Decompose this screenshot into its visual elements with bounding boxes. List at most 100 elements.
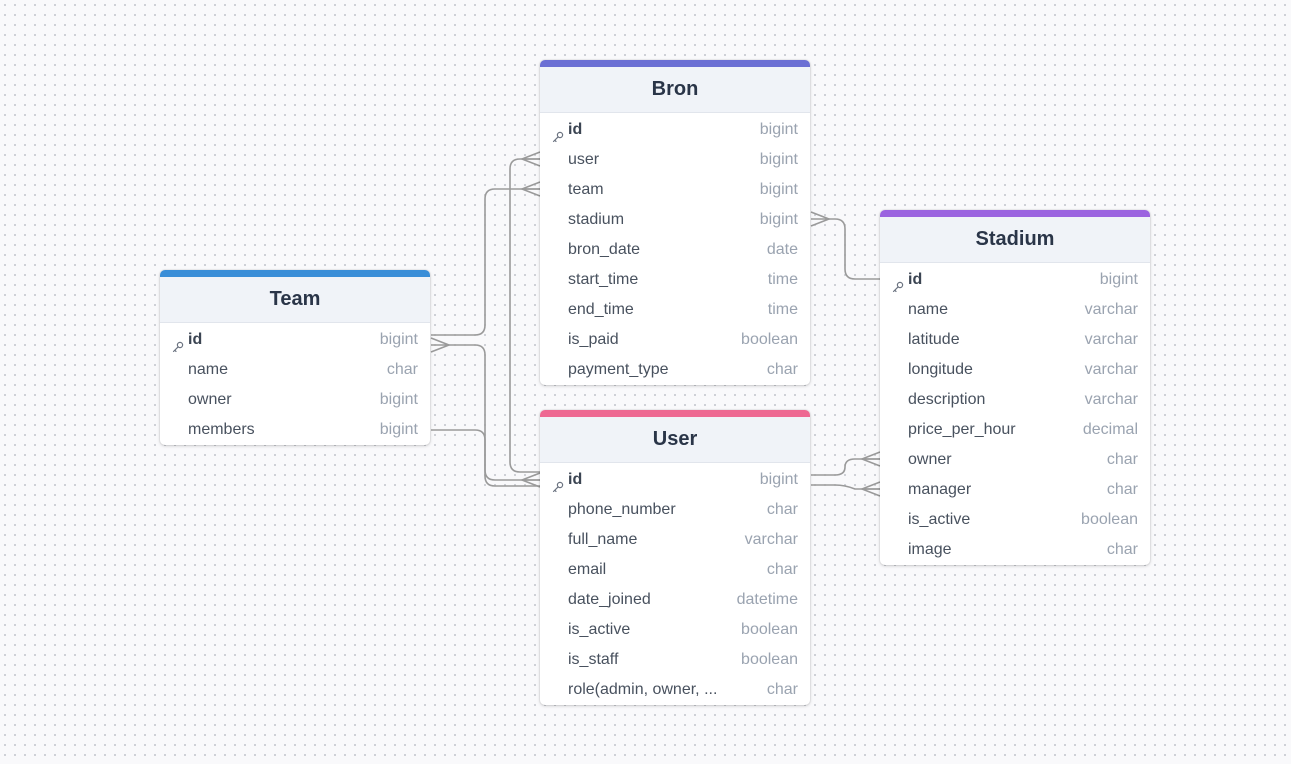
field-type: bigint — [759, 151, 798, 168]
field-row-user[interactable]: user bigint — [540, 145, 810, 175]
crowfoot-bron-stadium — [810, 211, 832, 227]
field-row-latitude[interactable]: latitude varchar — [880, 325, 1150, 355]
field-type: char — [766, 361, 798, 378]
crowfoot-bron-user — [519, 151, 541, 167]
field-row-email[interactable]: email char — [540, 555, 810, 585]
table-title[interactable]: Stadium — [880, 217, 1150, 263]
field-name: manager — [908, 481, 972, 498]
field-name: id — [908, 271, 923, 288]
field-name: price_per_hour — [908, 421, 1016, 438]
field-name: start_time — [568, 271, 639, 288]
field-type: varchar — [1084, 301, 1138, 318]
table-title[interactable]: User — [540, 417, 810, 463]
field-name: owner — [188, 391, 232, 408]
field-name: latitude — [908, 331, 960, 348]
field-type: bigint — [759, 121, 798, 138]
field-row-start-time[interactable]: start_time time — [540, 265, 810, 295]
field-type: varchar — [744, 531, 798, 548]
table-title[interactable]: Bron — [540, 67, 810, 113]
field-row-longitude[interactable]: longitude varchar — [880, 355, 1150, 385]
key-icon — [892, 274, 904, 293]
field-name: payment_type — [568, 361, 669, 378]
field-row-price-per-hour[interactable]: price_per_hour decimal — [880, 415, 1150, 445]
field-row-is-staff[interactable]: is_staff boolean — [540, 645, 810, 675]
field-name: name — [908, 301, 949, 318]
field-type: char — [1106, 541, 1138, 558]
table-title[interactable]: Team — [160, 277, 430, 323]
field-row-roleadminowner[interactable]: role(admin, owner, ...char — [540, 675, 810, 705]
field-row-name[interactable]: name char — [160, 355, 430, 385]
field-type: bigint — [379, 391, 418, 408]
field-name: email — [568, 561, 607, 578]
table-header-accent — [540, 60, 810, 67]
field-name: id — [568, 471, 583, 488]
field-type: boolean — [741, 331, 798, 348]
field-row-end-time[interactable]: end_time time — [540, 295, 810, 325]
field-name: end_time — [568, 301, 634, 318]
field-type: char — [766, 681, 798, 698]
field-name: id — [188, 331, 203, 348]
field-name: name — [188, 361, 229, 378]
link-team-members-to-user-id[interactable] — [431, 429, 540, 481]
field-type: varchar — [1084, 391, 1138, 408]
field-type: bigint — [759, 471, 798, 488]
field-row-payment-type[interactable]: payment_type char — [540, 355, 810, 385]
field-name: date_joined — [568, 591, 651, 608]
table-header-accent — [160, 270, 430, 277]
link-stadium-manager-to-user-id[interactable] — [811, 484, 880, 490]
field-name: members — [188, 421, 255, 438]
field-name: user — [568, 151, 600, 168]
link-bron-stadium-to-stadium-id[interactable] — [811, 218, 880, 280]
field-name: is_staff — [568, 651, 619, 668]
field-type: char — [766, 561, 798, 578]
field-row-owner[interactable]: owner bigint — [160, 385, 430, 415]
field-type: decimal — [1082, 421, 1138, 438]
field-row-name[interactable]: name varchar — [880, 295, 1150, 325]
key-icon — [172, 334, 184, 353]
field-type: boolean — [741, 621, 798, 638]
field-type: boolean — [741, 651, 798, 668]
link-bron-user-to-user-id[interactable] — [509, 158, 540, 473]
field-row-team[interactable]: team bigint — [540, 175, 810, 205]
field-name: is_active — [908, 511, 971, 528]
link-stadium-owner-to-user-id[interactable] — [811, 458, 880, 476]
field-type: char — [386, 361, 418, 378]
field-row-id[interactable]: id bigint — [540, 465, 810, 495]
crowfoot-team-owner — [430, 337, 452, 353]
field-row-is-paid[interactable]: is_paid boolean — [540, 325, 810, 355]
field-type: varchar — [1084, 331, 1138, 348]
field-type: bigint — [759, 181, 798, 198]
field-name: team — [568, 181, 604, 198]
table-header-accent — [540, 410, 810, 417]
link-team-owner-to-user-id[interactable] — [431, 344, 540, 487]
field-type: time — [767, 271, 798, 288]
field-type: time — [767, 301, 798, 318]
field-type: varchar — [1084, 361, 1138, 378]
field-name: is_paid — [568, 331, 619, 348]
field-type: date — [766, 241, 798, 258]
field-name: longitude — [908, 361, 973, 378]
link-bron-team-to-team-id[interactable] — [431, 188, 540, 336]
field-name: stadium — [568, 211, 625, 228]
